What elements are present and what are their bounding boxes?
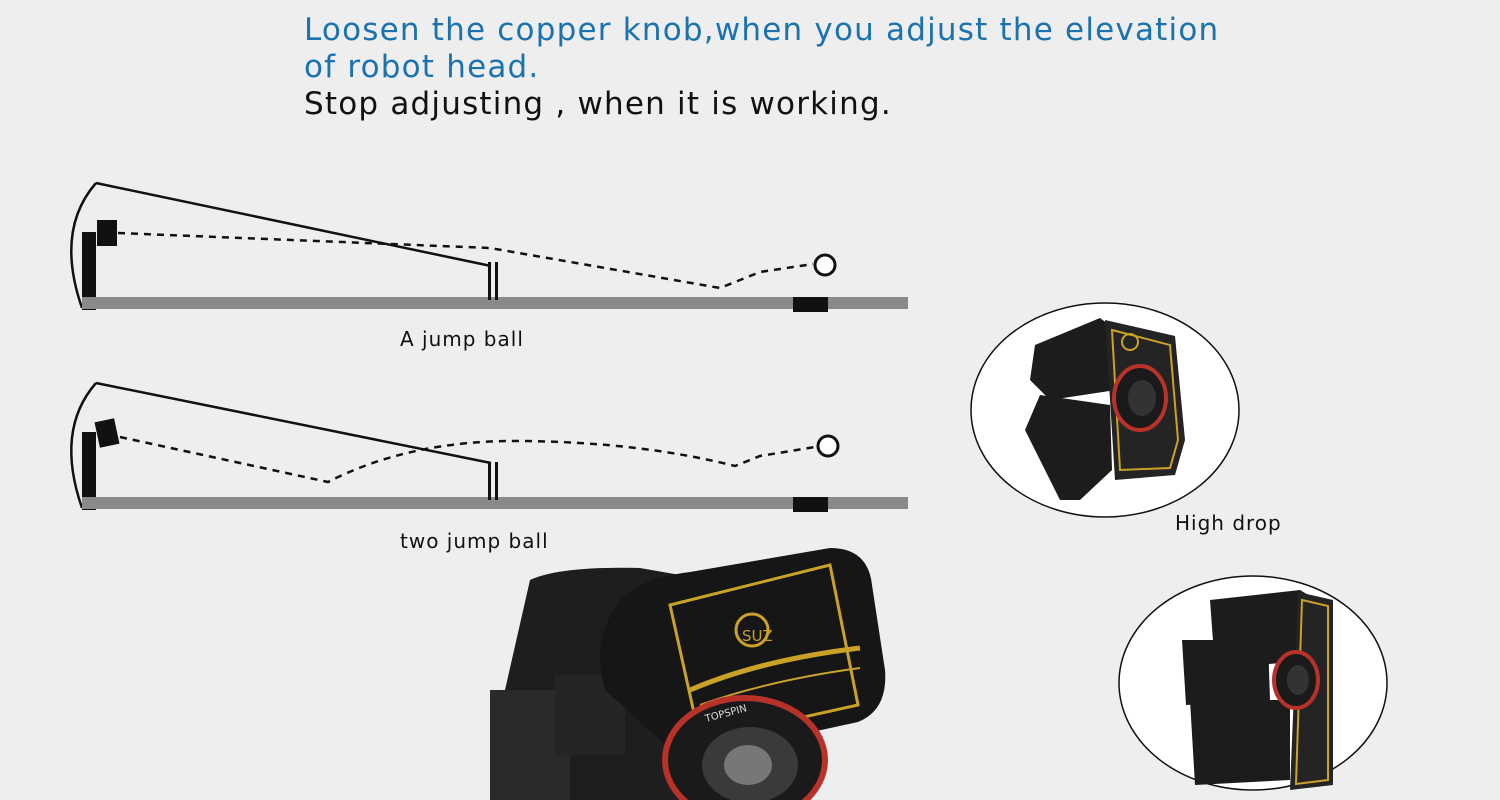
table [82, 497, 908, 509]
height-line [95, 181, 492, 268]
caption-double-bounce: two jump ball [400, 529, 549, 553]
robot-stand [82, 432, 96, 510]
diagram-double-bounce [70, 381, 908, 512]
logo-ring [734, 612, 770, 648]
net-post-1 [488, 262, 491, 300]
ball-trajectory [119, 435, 816, 484]
ball [813, 253, 837, 277]
net-post-2 [495, 262, 498, 300]
ball-trajectory [117, 231, 814, 290]
robot-arc [70, 382, 97, 509]
target-block [793, 497, 828, 512]
robot-stand [82, 232, 96, 310]
net-post-1 [488, 462, 491, 500]
instruction-heading: Loosen the copper knob,when you adjust t… [304, 12, 1219, 86]
ball [816, 434, 840, 458]
warning-text: Stop adjusting , when it is working. [304, 86, 892, 122]
caption-high-drop: High drop [1175, 511, 1282, 535]
robot-head [97, 220, 117, 246]
heading-line-1: Loosen the copper knob,when you adjust t… [304, 12, 1220, 48]
photo-low-drop [1118, 575, 1388, 791]
heading-line-2: of robot head. [304, 49, 540, 85]
main-robot-photo: SUZ TOPSPIN [490, 548, 886, 800]
robot-head-image [1182, 590, 1333, 790]
robot-head-box [600, 548, 886, 755]
main-photo-logo: SUZ [742, 627, 773, 645]
robot-head-image [1025, 318, 1185, 500]
caption-single-bounce: A jump ball [400, 327, 524, 351]
diagram-single-bounce [70, 181, 908, 312]
height-line [95, 381, 492, 465]
net-post-2 [495, 462, 498, 500]
robot-arc [70, 182, 97, 309]
table [82, 297, 908, 309]
robot-head [94, 418, 120, 448]
target-block [793, 297, 828, 312]
photo-high-drop [970, 302, 1240, 518]
